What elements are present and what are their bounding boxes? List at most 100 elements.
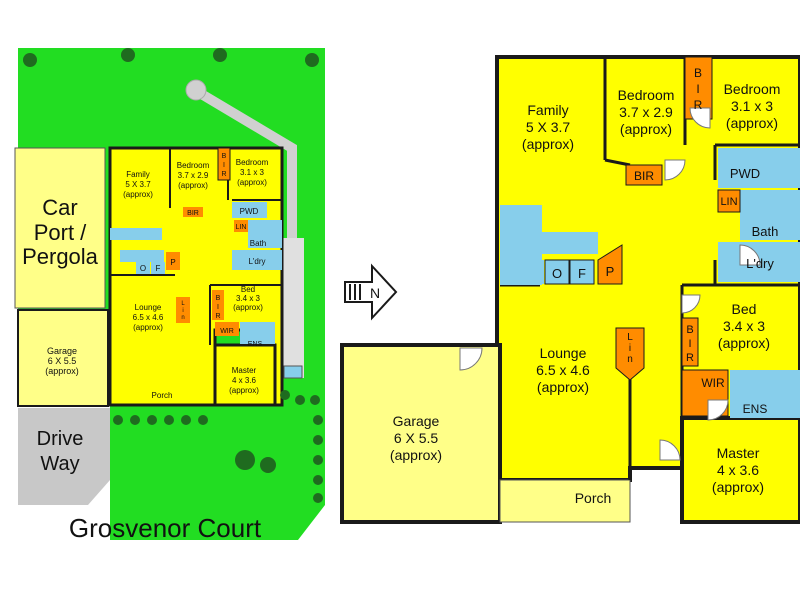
site-pantry — [166, 252, 180, 270]
bir-family — [625, 164, 663, 186]
lounge-lin-l: L — [627, 332, 633, 343]
cooktop — [520, 260, 544, 284]
site-bir-top-i: I — [223, 162, 225, 169]
master-line1: Master — [717, 445, 760, 461]
bedroom1-line2: 3.7 x 2.9 — [619, 104, 673, 120]
family-line2: 5 X 3.7 — [526, 119, 571, 135]
master-room — [680, 416, 800, 524]
lounge-lin-i: i — [629, 343, 631, 354]
master-line2: 4 x 3.6 — [717, 462, 759, 478]
site-internal-walls — [110, 148, 282, 345]
site-garage-line1: Garage — [47, 346, 77, 356]
site-garage-line3: (approx) — [45, 366, 79, 376]
garage-line2: 6 X 5.5 — [394, 430, 439, 446]
site-bath — [248, 220, 282, 248]
site-ldry — [232, 250, 282, 270]
site-bir-top-b: B — [222, 153, 227, 160]
porch-room — [499, 479, 631, 523]
master-line3: (approx) — [712, 479, 764, 495]
site-car-port-line1: Car — [42, 195, 77, 220]
site-bedroom1-line1: Bedroom — [177, 161, 210, 170]
main-plan — [340, 55, 800, 524]
bir-bed — [681, 317, 699, 367]
oven-label: O — [552, 266, 562, 281]
bed-line2: 3.4 x 3 — [723, 318, 765, 334]
bir-bed-i: I — [688, 338, 691, 350]
kitchen-island — [520, 232, 598, 254]
bedroom1-line3: (approx) — [620, 121, 672, 137]
north-arrow: N — [344, 263, 398, 321]
street-name: Grosvenor Court — [69, 513, 262, 543]
drive-way — [18, 408, 110, 505]
site-lin — [234, 220, 248, 232]
site-ens — [240, 322, 275, 344]
bir-bed-b: B — [686, 324, 693, 336]
site-oven — [136, 262, 150, 274]
site-bed-line2: 3.4 x 3 — [236, 294, 261, 303]
bath-label: Bath — [752, 224, 779, 239]
fridge-cell — [569, 259, 595, 285]
site-ens-label: ENS — [248, 341, 263, 348]
site-labels: Car Port / Pergola Drive Way Grosvenor C… — [22, 153, 268, 543]
site-bir-bed-r: R — [215, 313, 220, 320]
family-line1: Family — [527, 102, 568, 118]
site-porch-label: Porch — [152, 391, 173, 400]
site-master — [213, 343, 277, 407]
site-bed-line1: Bed — [241, 285, 255, 294]
oven-cell — [544, 259, 570, 285]
drive-way-line1: Drive — [37, 428, 84, 450]
site-wir — [215, 322, 239, 336]
site-lin-label: LIN — [236, 224, 247, 231]
site-garage — [17, 309, 109, 407]
site-ldry-label: L'dry — [248, 257, 265, 266]
bir-bed-r: R — [686, 352, 694, 364]
site-wir-label: WIR — [220, 328, 234, 335]
bedroom1-line1: Bedroom — [618, 87, 675, 103]
site-bir-bed — [212, 290, 224, 320]
porch-label: Porch — [575, 490, 612, 506]
side-walk — [282, 238, 304, 378]
laundry-label: L'dry — [746, 256, 774, 271]
site-car-port-line2: Port / — [34, 220, 87, 245]
site-pwd — [232, 202, 267, 218]
north-label: N — [370, 285, 380, 301]
bedroom2-line2: 3.1 x 3 — [731, 98, 773, 114]
site-kitchen-bench — [110, 228, 162, 240]
site-lounge-lin-i: i — [182, 308, 183, 314]
site-kitchen-island — [120, 250, 164, 262]
lounge-line2: 6.5 x 4.6 — [536, 362, 590, 378]
site-lounge-lin-n: n — [181, 315, 184, 321]
side-path — [195, 87, 297, 238]
site-bedroom1-line3: (approx) — [178, 181, 208, 190]
garden-shrubs — [23, 48, 323, 503]
site-pantry-label: P — [170, 258, 175, 267]
site-master-line2: 4 x 3.6 — [232, 376, 257, 385]
lin-label: LIN — [720, 196, 737, 208]
drive-way-line2: Way — [40, 453, 79, 475]
site-lounge-line3: (approx) — [133, 323, 163, 332]
north-arrow-shape — [344, 263, 398, 321]
bed-line1: Bed — [732, 301, 757, 317]
wir-label: WIR — [701, 376, 725, 390]
bedroom2-line3: (approx) — [726, 115, 778, 131]
bedroom2-line1: Bedroom — [724, 81, 781, 97]
fridge-label: F — [578, 266, 586, 281]
water-tank — [283, 365, 303, 379]
site-bedroom2-line2: 3.1 x 3 — [240, 168, 265, 177]
door-swings — [459, 107, 761, 461]
site-lounge-lin-l: L — [181, 301, 185, 307]
lin-cupboard — [717, 189, 741, 213]
site-lounge-line2: 6.5 x 4.6 — [133, 313, 164, 322]
pantry-label: P — [606, 264, 615, 279]
site-family-line1: Family — [126, 170, 150, 179]
site-bir-bed-i: I — [217, 304, 219, 311]
site-lounge-lin — [176, 297, 190, 323]
ensuite-room — [730, 370, 800, 418]
car-port — [14, 147, 106, 309]
site-bir-top-r: R — [221, 171, 226, 178]
main-labels: Family 5 X 3.7 (approx) Bedroom 3.7 x 2.… — [390, 66, 780, 506]
site-bir-label: BIR — [187, 210, 199, 217]
garage-line1: Garage — [393, 413, 440, 429]
family-line3: (approx) — [522, 136, 574, 152]
site-master-line3: (approx) — [229, 386, 259, 395]
